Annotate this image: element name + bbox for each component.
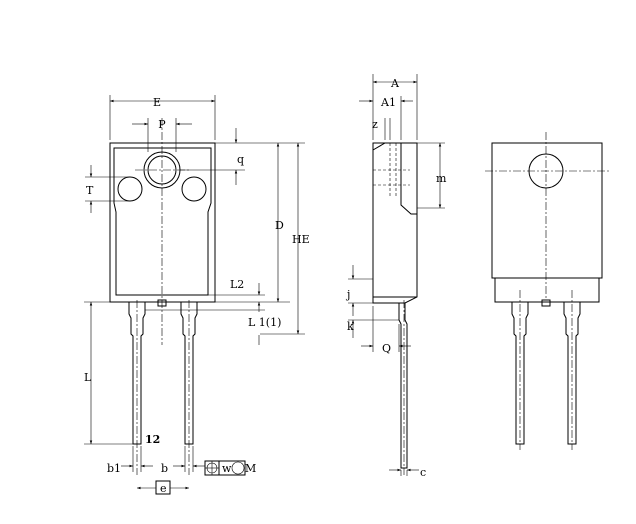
dim-label-Q: Q xyxy=(382,342,391,355)
dim-label-D: D xyxy=(275,219,284,232)
dim-label-e: e xyxy=(160,482,167,495)
dim-label-T: T xyxy=(86,184,94,197)
ejector-mark-left xyxy=(117,176,143,202)
dim-label-k: k xyxy=(347,320,354,333)
dim-label-A: A xyxy=(390,77,400,90)
mmc-symbol-icon xyxy=(231,461,245,475)
dim-label-L2: L2 xyxy=(230,278,244,291)
back-body-outline xyxy=(491,142,603,279)
tolerance-label-w: w xyxy=(222,462,232,475)
dim-label-c: c xyxy=(420,466,426,479)
dim-label-HE: HE xyxy=(292,233,310,246)
dim-label-L: L xyxy=(84,371,92,384)
dim-label-j: j xyxy=(345,288,350,301)
ejector-mark-right xyxy=(181,176,207,202)
pin-numbers: 12 xyxy=(145,433,160,446)
dim-label-E: E xyxy=(153,96,161,109)
side-body-outline xyxy=(372,142,418,304)
dim-label-P: P xyxy=(158,118,166,131)
dim-label-q: q xyxy=(237,153,244,166)
dim-label-m: m xyxy=(436,172,447,185)
back-leads xyxy=(511,290,581,450)
position-tolerance-frame: w M xyxy=(204,460,256,476)
dim-label-L1: L 1(1) xyxy=(248,316,281,329)
side-lead xyxy=(398,303,408,469)
front-leads xyxy=(128,300,198,475)
dim-label-b: b xyxy=(161,462,168,475)
dim-label-z: z xyxy=(372,118,378,131)
dim-label-b1: b1 xyxy=(107,462,121,475)
front-view: E P q T D HE L2 L 1( xyxy=(84,95,310,495)
dim-label-A1: A1 xyxy=(380,96,396,109)
tolerance-label-M: M xyxy=(245,462,256,475)
side-view: A A1 z m j k Q c xyxy=(345,74,447,479)
back-view xyxy=(485,132,610,450)
front-body-outline xyxy=(109,142,216,303)
